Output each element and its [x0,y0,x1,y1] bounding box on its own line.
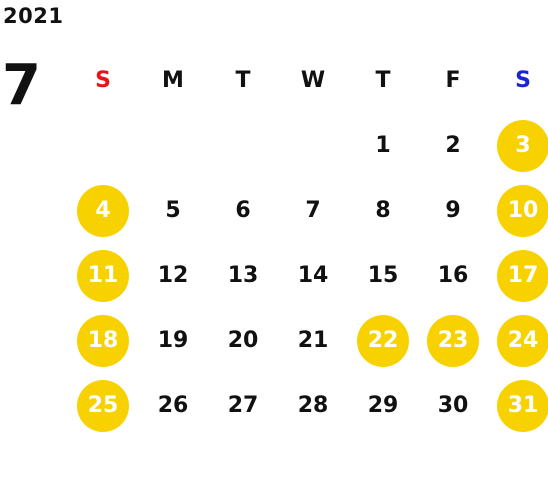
day-cell: 7 [278,178,348,243]
weekday-header-tuesday: T [235,68,251,93]
day-number: 29 [367,393,399,418]
day-cell-highlighted: 10 [488,178,548,243]
day-cell-highlighted: 24 [488,308,548,373]
day-number: 31 [497,379,548,432]
weekday-header-thursday: T [375,68,391,93]
weekday-header-saturday: S [515,68,531,93]
day-number: 5 [165,198,181,223]
day-cell-highlighted: 25 [68,373,138,438]
day-number: 16 [437,263,469,288]
day-cell: 16 [418,243,488,308]
day-cell: 2 [418,113,488,178]
day-cell-highlighted: 11 [68,243,138,308]
day-cell: 27 [208,373,278,438]
day-cell-highlighted: 31 [488,373,548,438]
year-label: 2021 [3,4,64,28]
day-number: 22 [357,314,409,367]
day-number: 10 [497,184,548,237]
day-number: 19 [157,328,189,353]
day-cell: 9 [418,178,488,243]
month-number: 7 [2,53,41,118]
day-cell [138,113,208,178]
day-cell-highlighted: 23 [418,308,488,373]
day-cell: 26 [138,373,208,438]
day-cell-highlighted: 22 [348,308,418,373]
day-number: 26 [157,393,189,418]
day-cell-highlighted: 18 [68,308,138,373]
day-cell: 28 [278,373,348,438]
day-number: 14 [297,263,329,288]
weekday-header-sunday: S [95,68,111,93]
day-number: 17 [497,249,548,302]
day-number: 18 [77,314,129,367]
day-number: 15 [367,263,399,288]
day-cell: 19 [138,308,208,373]
day-cell: 12 [138,243,208,308]
day-number: 13 [227,263,259,288]
day-cell: 6 [208,178,278,243]
day-number: 11 [77,249,129,302]
day-number: 12 [157,263,189,288]
day-number: 24 [497,314,548,367]
day-number: 28 [297,393,329,418]
day-number: 25 [77,379,129,432]
day-cell [278,113,348,178]
day-number: 27 [227,393,259,418]
day-cell-highlighted: 17 [488,243,548,308]
day-cell: 20 [208,308,278,373]
day-number: 1 [375,133,391,158]
day-number: 7 [305,198,321,223]
day-cell: 29 [348,373,418,438]
day-cell [208,113,278,178]
day-cell: 5 [138,178,208,243]
day-number: 8 [375,198,391,223]
weekday-header-friday: F [445,68,461,93]
day-cell: 8 [348,178,418,243]
day-number: 21 [297,328,329,353]
day-number: 9 [445,198,461,223]
day-cell: 14 [278,243,348,308]
day-cell [68,113,138,178]
day-number: 6 [235,198,251,223]
day-cell: 21 [278,308,348,373]
day-number: 4 [77,184,129,237]
weekday-header-monday: M [162,68,184,93]
day-number: 30 [437,393,469,418]
day-number: 20 [227,328,259,353]
day-cell: 30 [418,373,488,438]
day-number: 2 [445,133,461,158]
calendar-grid: S M T W T F S 1 2 3 4 5 6 7 8 9 10 11 12… [68,48,548,438]
day-number: 23 [427,314,479,367]
day-cell: 1 [348,113,418,178]
day-number: 3 [497,119,548,172]
day-cell-highlighted: 4 [68,178,138,243]
day-cell: 13 [208,243,278,308]
day-cell: 15 [348,243,418,308]
weekday-header-wednesday: W [300,68,326,93]
day-cell-highlighted: 3 [488,113,548,178]
